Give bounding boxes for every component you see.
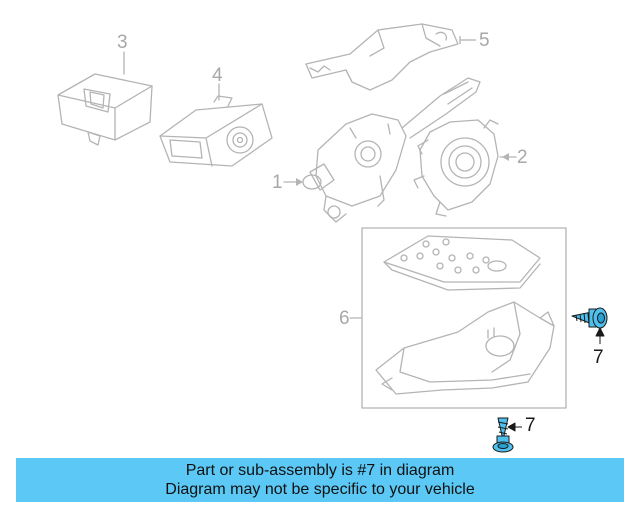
callout-4: 4: [212, 65, 223, 86]
banner-line-part: Part or sub-assembly is #7 in diagram: [185, 462, 455, 479]
part-4-switch-module: [159, 83, 273, 167]
part-2-clock-spring: [413, 119, 517, 217]
callout-1: 1: [272, 172, 283, 193]
banner-line-disclaimer: Diagram may not be specific to your vehi…: [165, 481, 475, 498]
part-6-lower-cover-group: [349, 227, 567, 409]
parts-diagram: [57, 23, 608, 453]
part-5-upper-cover: [305, 23, 459, 91]
callout-7-upper: 7: [593, 347, 604, 368]
info-banner: Part or sub-assembly is #7 in diagram Di…: [16, 458, 624, 502]
part-1-combination-switch: [283, 77, 481, 223]
callout-6: 6: [339, 308, 350, 329]
callout-2: 2: [517, 147, 528, 168]
part-7-screw-lower: [492, 417, 522, 453]
callout-5: 5: [479, 30, 490, 51]
part-7-screw-upper: [571, 307, 608, 344]
callout-3: 3: [117, 32, 128, 53]
part-3-module: [57, 51, 153, 146]
callout-7-lower: 7: [525, 415, 536, 436]
